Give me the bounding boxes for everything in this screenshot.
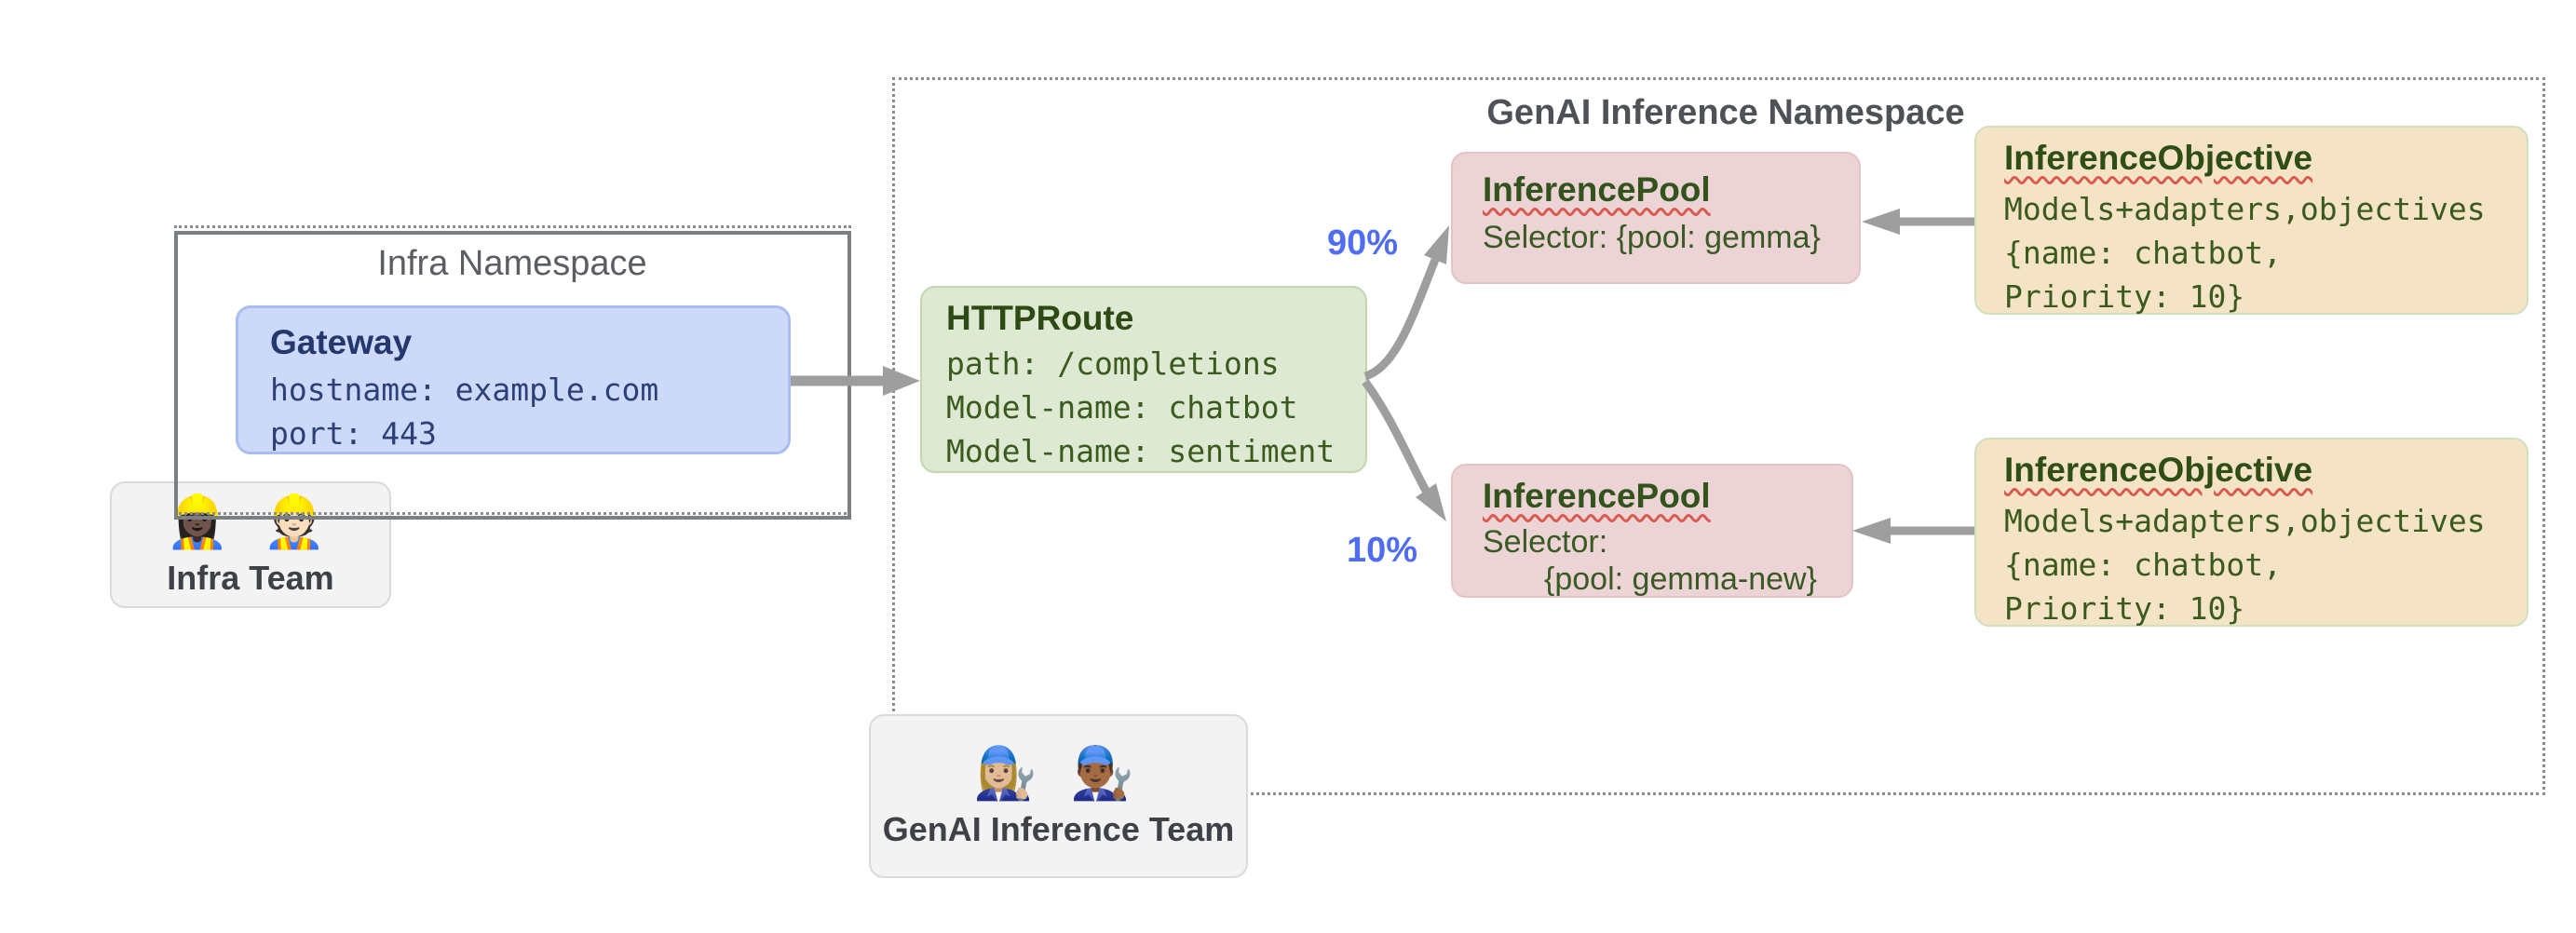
infra-team-card: 👷🏿‍♀️ 👷🏻 Infra Team: [110, 481, 391, 608]
infra-namespace-title: Infra Namespace: [377, 244, 647, 283]
objective-top-models-line: Models+adapters,objectives: [2004, 191, 2486, 227]
inferencepool-gemma-node: InferencePool Selector: {pool: gemma}: [1451, 152, 1861, 284]
httproute-model-chatbot-line: Model-name: chatbot: [946, 389, 1298, 426]
inferencepool-bottom-pool-line: {pool: gemma-new}: [1544, 561, 1817, 597]
traffic-weight-10: 10%: [1347, 531, 1418, 570]
inferencepool-top-title: InferencePool: [1483, 170, 1711, 209]
traffic-weight-90: 90%: [1327, 223, 1399, 263]
mechanic-icons: 👩🏼‍🔧 👨🏾‍🔧: [973, 744, 1144, 802]
gateway-node: Gateway hostname: example.com port: 443: [236, 305, 791, 454]
inferenceobjective-bottom-node: InferenceObjective Models+adapters,objec…: [1974, 438, 2529, 627]
gateway-title: Gateway: [270, 323, 413, 361]
inferenceobjective-bottom-title: InferenceObjective: [2004, 451, 2313, 489]
gateway-hostname-line: hostname: example.com: [270, 372, 659, 408]
objective-bottom-priority-line: Priority: 10}: [2004, 590, 2245, 627]
inferencepool-top-selector-line: Selector: {pool: gemma}: [1483, 220, 1821, 255]
genai-inference-team-label: GenAI Inference Team: [882, 810, 1235, 848]
infra-team-label: Infra Team: [167, 559, 334, 597]
inferencepool-gemma-new-node: InferencePool Selector: {pool: gemma-new…: [1451, 464, 1853, 598]
genai-namespace-title: GenAI Inference Namespace: [1486, 93, 1965, 132]
inferencepool-bottom-title: InferencePool: [1483, 477, 1711, 515]
genai-namespace-container: [892, 77, 2545, 795]
construction-worker-icons: 👷🏿‍♀️ 👷🏻: [165, 493, 336, 550]
objective-top-priority-line: Priority: 10}: [2004, 278, 2245, 315]
httproute-model-sentiment-line: Model-name: sentiment: [946, 433, 1335, 469]
httproute-path-line: path: /completions: [946, 345, 1280, 382]
httproute-title: HTTPRoute: [946, 299, 1134, 337]
objective-bottom-models-line: Models+adapters,objectives: [2004, 503, 2486, 539]
gateway-port-line: port: 443: [270, 415, 437, 452]
objective-top-name-line: {name: chatbot,: [2004, 235, 2283, 271]
objective-bottom-name-line: {name: chatbot,: [2004, 547, 2283, 583]
inferencepool-bottom-selector-line: Selector:: [1483, 524, 1608, 560]
httproute-node: HTTPRoute path: /completions Model-name:…: [920, 286, 1367, 473]
inferenceobjective-top-node: InferenceObjective Models+adapters,objec…: [1974, 126, 2529, 315]
inferenceobjective-top-title: InferenceObjective: [2004, 139, 2313, 177]
infra-namespace-container: [174, 231, 851, 520]
genai-inference-team-card: 👩🏼‍🔧 👨🏾‍🔧 GenAI Inference Team: [869, 714, 1248, 878]
